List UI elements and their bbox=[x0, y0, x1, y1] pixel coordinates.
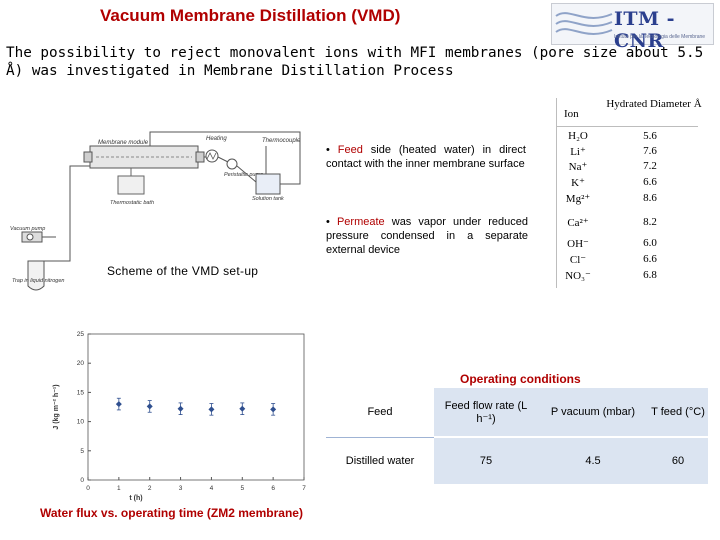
x-tick-label: 6 bbox=[271, 485, 275, 492]
ion-diameter-table: Ion Hydrated Diameter Å H₂O 5.6 Li⁺ 7.6 Na… bbox=[556, 98, 702, 288]
table-row: K⁺ 6.6 bbox=[556, 176, 701, 191]
diameter-cell: 8.2 bbox=[643, 216, 657, 228]
ion-cell: Na⁺ bbox=[568, 161, 588, 173]
diameter-cell: 6.0 bbox=[643, 237, 657, 249]
permeate-highlight: Permeate bbox=[336, 216, 385, 228]
diameter-cell: 6.8 bbox=[643, 269, 657, 281]
ion-cell: Mg²⁺ bbox=[565, 193, 591, 205]
x-tick-label: 0 bbox=[86, 485, 90, 492]
scheme-label-thermostatic-bath: Thermostatic bath bbox=[110, 200, 154, 206]
scheme-label-thermocouple: Thermocouple bbox=[262, 138, 301, 144]
x-tick-label: 7 bbox=[302, 485, 306, 492]
intro-text: The possibility to reject monovalent ion… bbox=[6, 45, 704, 79]
ion-header: Ion bbox=[564, 108, 579, 120]
header-feed: Feed bbox=[326, 388, 434, 437]
plot-frame bbox=[87, 333, 305, 481]
y-tick-label: 0 bbox=[80, 477, 84, 484]
table-row: OH⁻ 6.0 bbox=[556, 237, 701, 252]
permeate-text: was vapor under reduced pressure condens… bbox=[326, 216, 528, 256]
scheme-label-peristaltic-pump: Peristaltic pump bbox=[224, 172, 263, 178]
cell-feed-flow-rate: 75 bbox=[434, 437, 538, 484]
cell-feed: Distilled water bbox=[345, 454, 415, 467]
scheme-label-membrane-module: Membrane module bbox=[98, 140, 149, 146]
itm-cnr-logo: ITM - CNR Istituto per la Tecnologia del… bbox=[551, 3, 714, 52]
header-p-vacuum: P vacuum (mbar) bbox=[538, 388, 648, 438]
x-tick-label: 1 bbox=[117, 485, 121, 492]
table-row: Mg²⁺ 8.6 bbox=[556, 192, 701, 207]
y-tick-label: 20 bbox=[77, 360, 85, 367]
data-point bbox=[177, 405, 184, 412]
diameter-cell: 8.6 bbox=[643, 192, 657, 204]
water-flux-chart: 0 1 2 3 4 5 6 7 0 5 10 15 20 25 t (h) J (kg m⁻² h⁻¹) bbox=[53, 331, 306, 502]
feed-highlight: Feed bbox=[337, 144, 363, 156]
data-point bbox=[146, 403, 153, 410]
ion-cell: H₂O bbox=[568, 130, 588, 142]
scheme-label-vacuum-pump: Vacuum pump bbox=[10, 226, 45, 232]
operating-conditions-table: Feed Feed flow rate (L h⁻¹) P vacuum (mb… bbox=[326, 388, 708, 484]
table-row: Na⁺ 7.2 bbox=[556, 160, 701, 175]
permeate-note: • Permeate was vapor under reduced press… bbox=[326, 216, 528, 256]
chart-caption: Water flux vs. operating time (ZM2 membr… bbox=[40, 506, 303, 520]
table-row: Distilled water 75 4.5 60 bbox=[326, 437, 708, 484]
y-tick-label: 25 bbox=[77, 331, 85, 338]
table-divider-horizontal bbox=[556, 126, 698, 127]
table-row: Ca²⁺ 8.2 bbox=[556, 216, 701, 231]
diameter-cell: 6.6 bbox=[643, 253, 657, 265]
cell-t-feed: 60 bbox=[648, 437, 708, 484]
table-row: NO₃⁻ 6.8 bbox=[556, 269, 701, 284]
slide-title: Vacuum Membrane Distillation (VMD) bbox=[100, 6, 401, 25]
y-axis-label: J (kg m⁻² h⁻¹) bbox=[53, 384, 60, 429]
x-tick-label: 3 bbox=[179, 485, 183, 492]
table-row: Cl⁻ 6.6 bbox=[556, 253, 701, 268]
x-tick-label: 5 bbox=[240, 485, 244, 492]
ion-cell: Cl⁻ bbox=[569, 254, 587, 266]
y-tick-label: 10 bbox=[77, 419, 85, 426]
ion-cell: Ca²⁺ bbox=[567, 217, 589, 229]
scheme-label-trap: Trap in liquid nitrogen bbox=[12, 278, 64, 284]
table-header-row: Feed Feed flow rate (L h⁻¹) P vacuum (mb… bbox=[326, 388, 708, 438]
ion-cell: Li⁺ bbox=[570, 146, 586, 158]
scheme-caption: Scheme of the VMD set-up bbox=[107, 264, 259, 278]
table-divider-vertical bbox=[556, 98, 557, 288]
data-point bbox=[239, 405, 246, 412]
feed-note: • Feed side (heated water) in direct con… bbox=[326, 144, 526, 170]
cell-p-vacuum: 4.5 bbox=[538, 437, 648, 484]
ion-cell: K⁺ bbox=[571, 177, 585, 189]
logo-text: ITM - CNR bbox=[614, 8, 676, 52]
scheme-label-heating: Heating bbox=[206, 136, 227, 142]
data-point bbox=[270, 406, 277, 413]
y-tick-label: 5 bbox=[80, 448, 84, 455]
table-row: H₂O 5.6 bbox=[556, 130, 701, 145]
header-t-feed: T feed (°C) bbox=[648, 388, 708, 438]
x-tick-label: 2 bbox=[148, 485, 152, 492]
diameter-header: Hydrated Diameter Å bbox=[606, 98, 702, 110]
table-row: Li⁺ 7.6 bbox=[556, 145, 701, 160]
diameter-cell: 7.2 bbox=[643, 160, 657, 172]
x-axis-label: t (h) bbox=[129, 495, 142, 502]
diameter-cell: 7.6 bbox=[643, 145, 657, 157]
header-feed-flow-rate: Feed flow rate (L h⁻¹) bbox=[434, 388, 538, 438]
diameter-cell: 5.6 bbox=[643, 130, 657, 142]
ion-cell: OH⁻ bbox=[567, 238, 589, 250]
x-tick-label: 4 bbox=[210, 485, 214, 492]
logo-subtitle: Istituto per la Tecnologia delle Membran… bbox=[614, 34, 706, 40]
data-point bbox=[115, 401, 122, 408]
logo-wave-icon bbox=[555, 12, 613, 35]
operating-conditions-title: Operating conditions bbox=[460, 372, 581, 386]
scheme-label-solution-tank: Solution tank bbox=[252, 196, 284, 202]
diameter-cell: 6.6 bbox=[643, 176, 657, 188]
data-point bbox=[208, 406, 215, 413]
vmd-scheme-diagram: Membrane module Thermostatic bath Heatin… bbox=[10, 131, 301, 291]
y-tick-label: 15 bbox=[77, 389, 85, 396]
feed-text: side (heated water) in direct contact wi… bbox=[326, 144, 526, 170]
ion-cell: NO₃⁻ bbox=[565, 270, 591, 282]
